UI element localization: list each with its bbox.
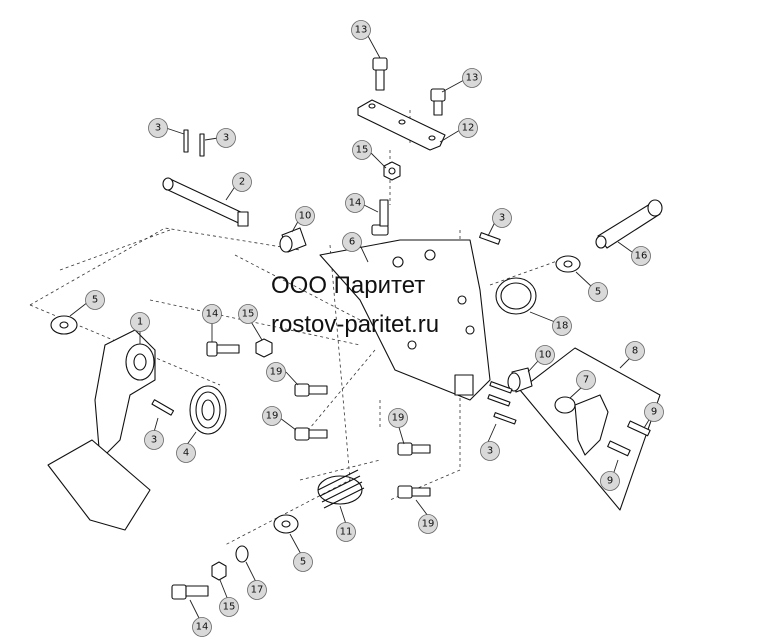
callout-label: 3	[499, 213, 505, 224]
callout-label: 5	[595, 287, 601, 298]
watermark-company: ООО Паритет	[271, 272, 425, 299]
callout-4: 4	[176, 443, 196, 463]
callout-18: 18	[552, 316, 572, 336]
callout-label: 19	[392, 413, 405, 424]
callout-13-top-right: 13	[462, 68, 482, 88]
callout-label: 6	[349, 237, 355, 248]
callout-label: 4	[183, 448, 189, 459]
callout-label: 14	[349, 198, 362, 209]
callout-12: 12	[458, 118, 478, 138]
torsion-spring	[151, 385, 227, 435]
callout-19-upper-left: 19	[266, 362, 286, 382]
callout-label: 19	[266, 411, 279, 422]
callout-5-right: 5	[588, 282, 608, 302]
callout-10-left: 10	[295, 206, 315, 226]
callout-label: 5	[300, 557, 306, 568]
washer-right	[555, 255, 581, 273]
callout-label: 3	[155, 123, 161, 134]
callout-label: 11	[340, 527, 353, 538]
callout-label: 10	[299, 211, 312, 222]
callout-label: 5	[92, 295, 98, 306]
callout-2: 2	[232, 172, 252, 192]
callout-label: 10	[539, 350, 552, 361]
callout-17: 17	[247, 580, 267, 600]
callout-3-upper-right: 3	[492, 208, 512, 228]
callout-19-center: 19	[388, 408, 408, 428]
watermark: ООО Паритет rostov-paritet.ru	[271, 272, 439, 338]
callout-label: 3	[151, 435, 157, 446]
callout-label: 8	[632, 346, 638, 357]
bushing-right	[487, 367, 533, 425]
callout-label: 19	[270, 367, 283, 378]
callout-label: 9	[651, 407, 657, 418]
callout-label: 7	[583, 375, 589, 386]
bolts-top	[372, 57, 446, 116]
callout-label: 19	[422, 519, 435, 530]
callout-label: 3	[223, 133, 229, 144]
callout-label: 13	[355, 25, 368, 36]
pedal-arm	[47, 329, 156, 531]
callout-label: 2	[239, 177, 245, 188]
flange-bolts	[294, 383, 431, 499]
callout-label: 16	[635, 251, 648, 262]
callout-9-lower: 9	[600, 471, 620, 491]
callout-14-bottom: 14	[192, 617, 212, 637]
callout-label: 17	[251, 585, 264, 596]
callout-7: 7	[576, 370, 596, 390]
watermark-site: rostov-paritet.ru	[271, 311, 439, 338]
callout-15-top: 15	[352, 140, 372, 160]
callout-19-left: 19	[262, 406, 282, 426]
callout-3-right: 3	[216, 128, 236, 148]
part-callouts: 13 13 12 15 14 3 3 2 10 6 3 16 5 5 18 1 …	[85, 20, 664, 637]
callout-8: 8	[625, 341, 645, 361]
callout-9-upper: 9	[644, 402, 664, 422]
pivot-shaft	[595, 199, 663, 249]
compression-spring	[317, 469, 365, 509]
nut-and-bolt-middle	[371, 161, 401, 236]
callout-3-lower-left: 3	[144, 430, 164, 450]
bracket-plate	[357, 99, 446, 151]
callout-15-bottom: 15	[219, 597, 239, 617]
callout-1: 1	[130, 312, 150, 332]
callout-3-center: 3	[480, 441, 500, 461]
callout-15-left: 15	[238, 304, 258, 324]
pin-upper-right	[479, 232, 501, 245]
callout-label: 15	[223, 602, 236, 613]
callout-11: 11	[336, 522, 356, 542]
callout-14-top: 14	[345, 193, 365, 213]
callout-label: 1	[137, 317, 143, 328]
callout-label: 14	[196, 622, 209, 633]
callout-label: 14	[206, 309, 219, 320]
fasteners-bottom	[171, 514, 299, 600]
callout-label: 18	[556, 321, 569, 332]
washer-left	[50, 315, 78, 335]
callout-label: 9	[607, 476, 613, 487]
callout-5-left: 5	[85, 290, 105, 310]
callout-label: 3	[487, 446, 493, 457]
mounting-plate	[319, 239, 491, 401]
bolt-left	[206, 338, 273, 358]
callout-label: 15	[242, 309, 255, 320]
seal-ring	[495, 277, 537, 315]
callout-label: 13	[466, 73, 479, 84]
sensor-assembly-box	[519, 347, 661, 511]
callout-6: 6	[342, 232, 362, 252]
bushing-left	[279, 227, 307, 253]
callout-14-left: 14	[202, 304, 222, 324]
pedal-shaft	[162, 129, 249, 227]
callout-label: 15	[356, 145, 369, 156]
callout-3-left: 3	[148, 118, 168, 138]
callout-19-bottom: 19	[418, 514, 438, 534]
callout-5-bottom: 5	[293, 552, 313, 572]
callout-16: 16	[631, 246, 651, 266]
callout-13-top-left: 13	[351, 20, 371, 40]
callout-10-right: 10	[535, 345, 555, 365]
callout-label: 12	[462, 123, 475, 134]
